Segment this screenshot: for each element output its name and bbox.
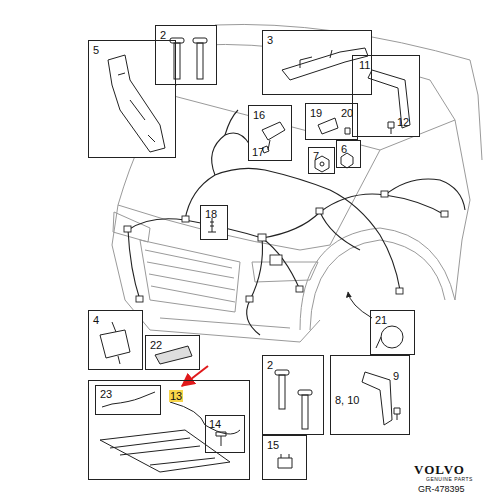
callout-number: 21 [375, 314, 387, 326]
callout-number: 23 [100, 388, 112, 400]
part-panel: 7 [308, 147, 335, 174]
part-panel: 23 [95, 385, 161, 415]
part-panel: 14 [205, 415, 245, 453]
callout-number: 19 [310, 107, 322, 119]
callout-number: 18 [205, 208, 217, 220]
part-panel: 1920 [305, 103, 358, 140]
part-panel: 2 [155, 25, 217, 85]
callout-number: 7 [313, 150, 319, 162]
callout-number: 22 [150, 339, 162, 351]
part-panel: 1617 [248, 105, 292, 161]
part-panel: 13 23 14 [88, 380, 250, 480]
part-panel: 18 [200, 205, 228, 240]
brand-mark: GENUINE PARTS [426, 476, 473, 482]
callout-number: 2 [160, 29, 166, 41]
callout-number: 14 [209, 418, 221, 430]
callout-number: 20 [341, 107, 353, 119]
callout-number: 12 [397, 116, 409, 128]
part-panel: 2 [262, 355, 324, 435]
callout-number: 3 [267, 34, 273, 46]
drawing-number: GR-478395 [418, 484, 465, 494]
callout-number: 9 [393, 370, 399, 382]
brand-mark: VOLVO [414, 462, 465, 478]
part-panel: 22 [145, 335, 200, 370]
part-icons [100, 38, 410, 472]
callout-number: 5 [93, 44, 99, 56]
part-panel: 21 [370, 310, 415, 355]
harness-connectors [124, 191, 448, 302]
callout-number: 2 [267, 359, 273, 371]
part-panel: 4 [88, 310, 143, 370]
part-panel: 5 [88, 40, 176, 158]
callout-number: 13 [169, 390, 183, 402]
callout-number: 15 [267, 439, 279, 451]
leader-arrow [348, 292, 372, 318]
callout-number: 4 [93, 314, 99, 326]
part-panel: 3 [262, 30, 372, 95]
callout-number: 17 [252, 146, 264, 158]
callout-number: 8, 10 [335, 394, 359, 406]
callout-number: 16 [253, 109, 265, 121]
part-panel: 8, 10 9 [330, 355, 410, 435]
wiring-harness [128, 110, 465, 335]
part-panel: 11 12 [352, 55, 420, 137]
car-body [112, 24, 482, 342]
part-panel: 15 [262, 435, 307, 480]
highlight-arrow [182, 366, 208, 386]
callout-number: 6 [341, 143, 347, 155]
part-panel: 6 [336, 140, 361, 168]
callout-number: 11 [359, 59, 370, 71]
